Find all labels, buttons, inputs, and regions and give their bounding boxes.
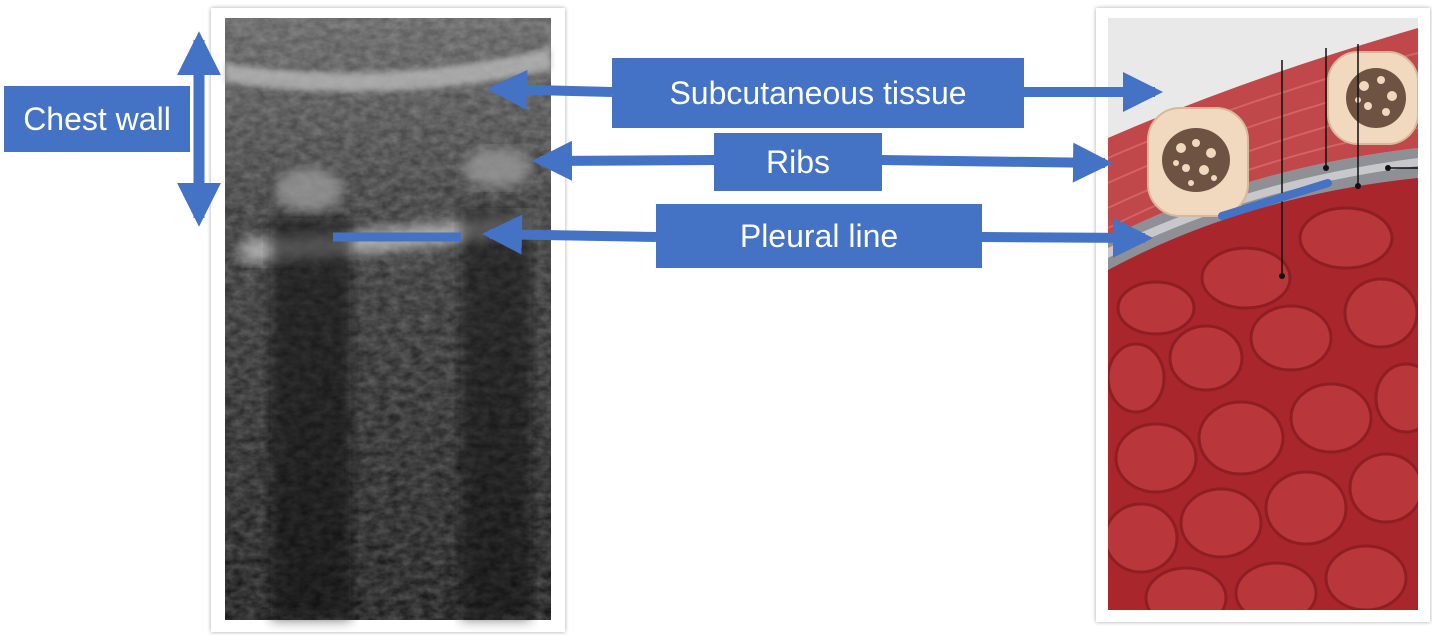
subcutaneous-arrow-left xyxy=(495,89,612,92)
subcutaneous-tissue-label: Subcutaneous tissue xyxy=(612,58,1024,128)
pleural-arrow-left xyxy=(490,234,656,237)
ribs-arrow-right xyxy=(882,160,1105,163)
pleural-arrow-right xyxy=(982,237,1145,238)
chest-wall-label: Chest wall xyxy=(4,86,190,152)
ribs-label: Ribs xyxy=(714,133,882,191)
pleural-line-label: Pleural line xyxy=(656,204,982,268)
ribs-arrow-left xyxy=(540,160,714,161)
